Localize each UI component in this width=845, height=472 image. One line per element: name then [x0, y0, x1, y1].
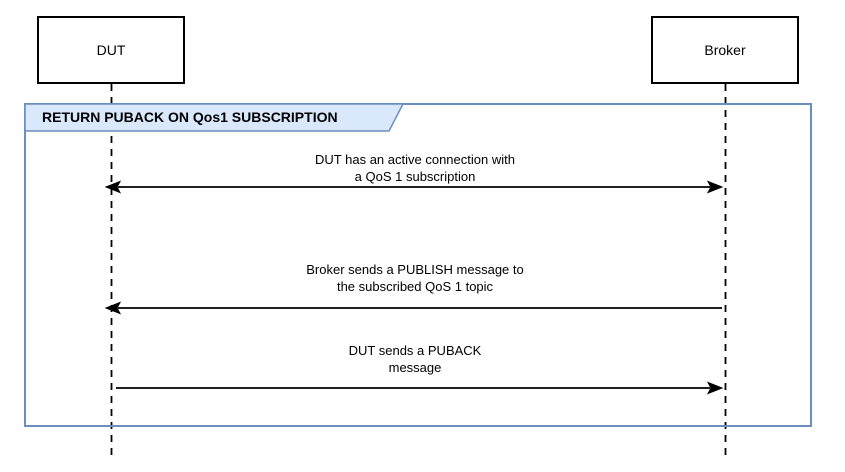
actor-label-dut: DUT [96, 42, 126, 58]
frame-border [24, 103, 812, 427]
actor-box-dut: DUT [37, 16, 185, 84]
frame-title-tab [24, 103, 405, 132]
actor-box-broker: Broker [651, 16, 799, 84]
message-label-2: Broker sends a PUBLISH message to the su… [306, 262, 524, 294]
message-arrow-bidirectional [104, 180, 724, 194]
message-arrow-to-dut [104, 301, 722, 315]
frame-title: RETURN PUBACK ON Qos1 SUBSCRIPTION [42, 109, 338, 125]
message-label-3: DUT sends a PUBACK message [348, 343, 482, 375]
message-arrow-to-broker [116, 381, 724, 395]
actor-label-broker: Broker [704, 42, 746, 58]
message-label-1: DUT has an active connection with a QoS … [315, 152, 515, 184]
